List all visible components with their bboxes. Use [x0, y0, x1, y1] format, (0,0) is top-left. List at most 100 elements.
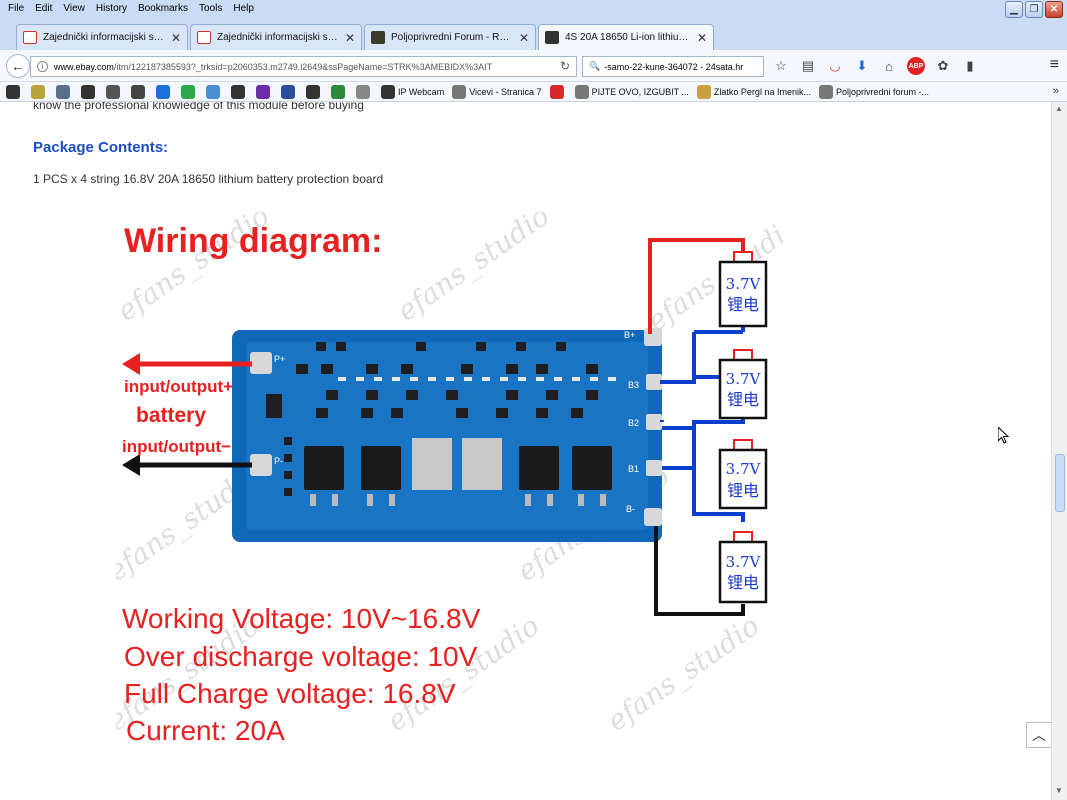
page-scrollbar[interactable]: ▲ ▼	[1051, 102, 1067, 800]
navigation-bar: ← i www.ebay.com/itm/122187385593?_trksi…	[0, 50, 1067, 82]
pad-label-b-minus: B-	[626, 504, 635, 514]
bookmark-item[interactable]	[306, 84, 323, 99]
site-favicon-icon	[197, 31, 211, 44]
tab-close-icon[interactable]: ✕	[518, 30, 529, 45]
bookmark-favicon-icon	[574, 84, 589, 99]
close-window-button[interactable]: ✕	[1045, 1, 1063, 18]
menu-view[interactable]: View	[63, 3, 85, 14]
sense-resistor	[266, 394, 282, 418]
bookmark-item[interactable]	[331, 84, 348, 99]
pad-label-b3: B3	[628, 380, 639, 390]
bookmark-item[interactable]	[31, 84, 48, 99]
maximize-button[interactable]: ❐	[1025, 1, 1043, 18]
cell-voltage-label: 3.7V	[726, 553, 762, 571]
scroll-to-top-button[interactable]: ︿	[1026, 722, 1051, 748]
bookmark-star-icon[interactable]: ☆	[775, 58, 787, 73]
address-bar[interactable]: i www.ebay.com/itm/122187385593?_trksid=…	[30, 56, 577, 77]
tab-close-icon[interactable]: ✕	[696, 30, 707, 45]
cell-voltage-label: 3.7V	[726, 275, 762, 293]
bookmark-item[interactable]	[131, 84, 148, 99]
bookmark-label: PIJTE OVO, IZGUBIT ...	[591, 86, 689, 97]
search-input[interactable]: 🔍 -samo-22-kune-364072 - 24sata.hr	[582, 56, 764, 77]
bookmark-item[interactable]: Zlatko Pergl na Imenik...	[696, 84, 811, 99]
bookmark-label: IP Webcam	[398, 86, 445, 97]
bookmark-item[interactable]	[156, 84, 173, 99]
search-value: -samo-22-kune-364072 - 24sata.hr	[604, 61, 744, 72]
battery-cell-2: 3.7V 锂电	[718, 349, 768, 420]
menu-edit[interactable]: Edit	[35, 3, 53, 14]
tab-close-icon[interactable]: ✕	[170, 30, 181, 45]
package-contents-heading: Package Contents:	[33, 139, 169, 156]
bookmark-item[interactable]	[181, 84, 198, 99]
scrollbar-thumb[interactable]	[1055, 454, 1065, 512]
home-icon[interactable]: ⌂	[885, 58, 893, 74]
tab-ebay-active[interactable]: 4S 20A 18650 Li-ion lithium Ba... ✕	[538, 24, 714, 50]
bookmark-item[interactable]: Poljoprivredni forum -...	[818, 84, 930, 99]
bookmark-item[interactable]	[81, 84, 98, 99]
menu-bar: File Edit View History Bookmarks Tools H…	[4, 2, 261, 16]
menu-bookmarks[interactable]: Bookmarks	[137, 3, 188, 14]
tab-zis-1[interactable]: Zajednički informacijski sustav... ✕	[16, 24, 188, 50]
bookmark-favicon-icon	[452, 84, 467, 99]
bookmarks-bar: IP Webcam Vicevi - Stranica 7 PIJTE OVO, I…	[0, 82, 1067, 102]
bookmark-favicon-icon	[818, 84, 833, 99]
bookmark-item[interactable]	[6, 84, 23, 99]
bookmark-item[interactable]: IP Webcam	[381, 84, 445, 99]
mouse-cursor-icon	[998, 427, 1010, 444]
adblock-icon[interactable]: ABP	[907, 57, 925, 75]
bookmark-item[interactable]	[356, 84, 373, 99]
pad-labels: P+ P- B+ B3 B2 B1 B-	[274, 330, 639, 514]
bookmark-item[interactable]	[206, 84, 223, 99]
menu-file[interactable]: File	[8, 3, 25, 14]
tab-forum[interactable]: Poljoprivredni Forum - Rezult... ✕	[364, 24, 536, 50]
bookmark-item[interactable]	[231, 84, 248, 99]
title-bar: File Edit View History Bookmarks Tools H…	[0, 0, 1067, 20]
url-path: /itm/122187385593?_trksid=p2060353.m2749…	[113, 61, 493, 72]
menu-history[interactable]: History	[95, 3, 127, 14]
mosfet-legs	[310, 494, 606, 506]
url-host: www.ebay.com	[54, 61, 114, 72]
hamburger-menu-icon[interactable]: ≡	[1049, 56, 1059, 73]
bookmark-favicon-icon	[6, 84, 20, 99]
scroll-down-arrow-icon[interactable]: ▼	[1055, 786, 1063, 795]
bookmark-favicon-icon	[696, 84, 711, 99]
package-contents-text: 1 PCS x 4 string 16.8V 20A 18650 lithium…	[33, 172, 384, 186]
pad-label-p-plus: P+	[274, 354, 285, 364]
bookmark-item[interactable]	[281, 84, 298, 99]
bookmark-label: Zlatko Pergl na Imenik...	[713, 86, 811, 97]
bookmark-item[interactable]	[106, 84, 123, 99]
battery-cell-3: 3.7V 锂电	[718, 439, 768, 510]
bookmark-label: Vicevi - Stranica 7	[469, 86, 542, 97]
download-icon[interactable]: ⬇	[856, 58, 868, 73]
bookmark-item[interactable]: Vicevi - Stranica 7	[452, 84, 542, 99]
back-button[interactable]: ←	[6, 54, 30, 78]
menu-help[interactable]: Help	[233, 3, 254, 14]
bookmark-item[interactable]	[56, 84, 73, 99]
diagram-title: Wiring diagram:	[124, 222, 383, 260]
reload-icon[interactable]: ↻	[559, 59, 570, 73]
bookmarks-overflow-icon[interactable]: »	[1052, 85, 1059, 97]
tab-zis-2[interactable]: Zajednički informacijski sustav... ✕	[190, 24, 362, 50]
reading-list-icon[interactable]: ▤	[801, 58, 815, 73]
bookmark-item[interactable]	[256, 84, 273, 99]
clipboard-icon[interactable]: ▮	[966, 58, 974, 73]
extension-icon[interactable]: ✿	[937, 58, 949, 73]
tab-label: 4S 20A 18650 Li-ion lithium Ba...	[565, 32, 691, 43]
pad-label-b-plus: B+	[624, 330, 635, 340]
tab-close-icon[interactable]: ✕	[344, 30, 355, 45]
cell-voltage-label: 3.7V	[726, 370, 762, 388]
bookmark-favicon-icon	[56, 84, 70, 99]
tab-label: Poljoprivredni Forum - Rezult...	[391, 32, 513, 43]
minimize-button[interactable]: ▁	[1005, 1, 1023, 18]
window-controls: ▁ ❐ ✕	[1005, 1, 1063, 18]
bookmark-favicon-icon	[356, 84, 370, 99]
bookmark-favicon-icon	[156, 84, 170, 99]
site-info-icon[interactable]: i	[37, 61, 48, 72]
bookmark-item[interactable]	[549, 84, 567, 99]
bookmark-label: Poljoprivredni forum -...	[835, 86, 930, 97]
bookmark-item[interactable]: PIJTE OVO, IZGUBIT ...	[574, 84, 689, 99]
pocket-icon[interactable]: ◡	[829, 58, 841, 73]
battery-cell-4: 3.7V 锂电	[718, 531, 768, 604]
scroll-up-arrow-icon[interactable]: ▲	[1055, 104, 1063, 113]
menu-tools[interactable]: Tools	[199, 3, 223, 14]
